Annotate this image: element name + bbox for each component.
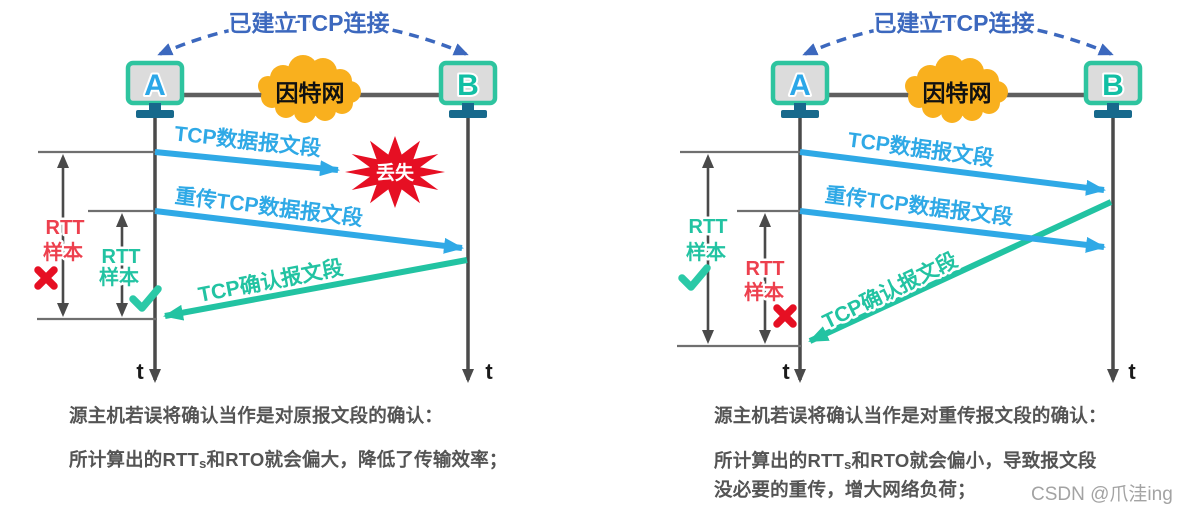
arrow-ack-segment-label: TCP确认报文段 xyxy=(819,248,962,334)
rtt-invalid-label: RTT xyxy=(46,217,85,239)
arrow-data-segment xyxy=(154,149,340,177)
caption-left-title: 源主机若误将确认当作是对原报文段的确认： xyxy=(69,405,444,426)
lost-burst xyxy=(345,136,445,208)
tcp-connection-banner: 已建立TCP连接 xyxy=(874,10,1035,36)
diagram-canvas: 已建立TCP连接 因特网 A B t t RTT 样本 RTT 样本 TCP数据… xyxy=(34,7,1187,384)
host-b-label: B xyxy=(457,69,479,102)
time-axis-label-b: t xyxy=(485,359,493,384)
cross-icon xyxy=(773,304,797,328)
caption-right-title: 源主机若误将确认当作是对重传报文段的确认： xyxy=(714,405,1107,426)
check-icon xyxy=(129,285,162,312)
time-axis-label-b: t xyxy=(1128,359,1136,384)
internet-label: 因特网 xyxy=(276,80,345,106)
caption-right-body-post: 和RTO就会偏小，导致报文段 xyxy=(851,450,1097,471)
csdn-watermark: CSDN @爪洼ing xyxy=(1031,484,1173,505)
host-a-label: A xyxy=(789,69,811,102)
arrow-ack-segment xyxy=(808,199,1113,344)
rtt-valid-label: RTT xyxy=(689,216,728,238)
arrow-ack-segment xyxy=(163,257,468,321)
rtt-valid-sample: 样本 xyxy=(99,265,139,289)
check-icon xyxy=(678,264,711,291)
tcp-connection-banner: 已建立TCP连接 xyxy=(229,10,390,36)
caption-left-body-pre: 所计算出的RTT xyxy=(69,449,200,470)
host-b-label: B xyxy=(1102,69,1124,102)
rtts-subscript: s xyxy=(199,456,207,471)
panel-right: 已建立TCP连接 因特网 A B t t RTT 样本 RTT 样本 TCP数据… xyxy=(677,7,1140,384)
caption-right-body-line2: 没必要的重传，增大网络负荷； xyxy=(714,479,976,500)
cross-icon xyxy=(34,266,58,290)
caption-left-body-post: 和RTO就会偏大，降低了传输效率； xyxy=(206,449,508,470)
time-axis-label-a: t xyxy=(782,359,790,384)
arrow-data-segment xyxy=(799,149,1106,196)
tcp-connection-arc xyxy=(157,19,469,56)
rtt-valid-label: RTT xyxy=(102,246,141,268)
host-a-label: A xyxy=(144,69,166,102)
arrow-retransmit-segment xyxy=(154,208,464,254)
caption-right-body-pre: 所计算出的RTT xyxy=(714,450,845,471)
panel-left: 已建立TCP连接 因特网 A B t t RTT 样本 RTT 样本 TCP数据… xyxy=(34,7,495,384)
caption-right-body: 所计算出的RTTs和RTO就会偏小，导致报文段 xyxy=(714,450,1097,473)
caption-left-body: 所计算出的RTTs和RTO就会偏大，降低了传输效率； xyxy=(69,449,508,472)
arrow-retransmit-segment xyxy=(799,208,1106,253)
lost-burst-label: 丢失 xyxy=(376,161,415,184)
rtt-invalid-sample: 样本 xyxy=(744,280,784,304)
tcp-connection-arc xyxy=(802,19,1114,56)
internet-label: 因特网 xyxy=(923,80,992,106)
rtts-subscript: s xyxy=(844,457,852,472)
rtt-invalid-sample: 样本 xyxy=(43,240,83,264)
rtt-valid-sample: 样本 xyxy=(686,240,726,264)
time-axis-label-a: t xyxy=(136,359,144,384)
rtt-invalid-label: RTT xyxy=(746,258,785,280)
